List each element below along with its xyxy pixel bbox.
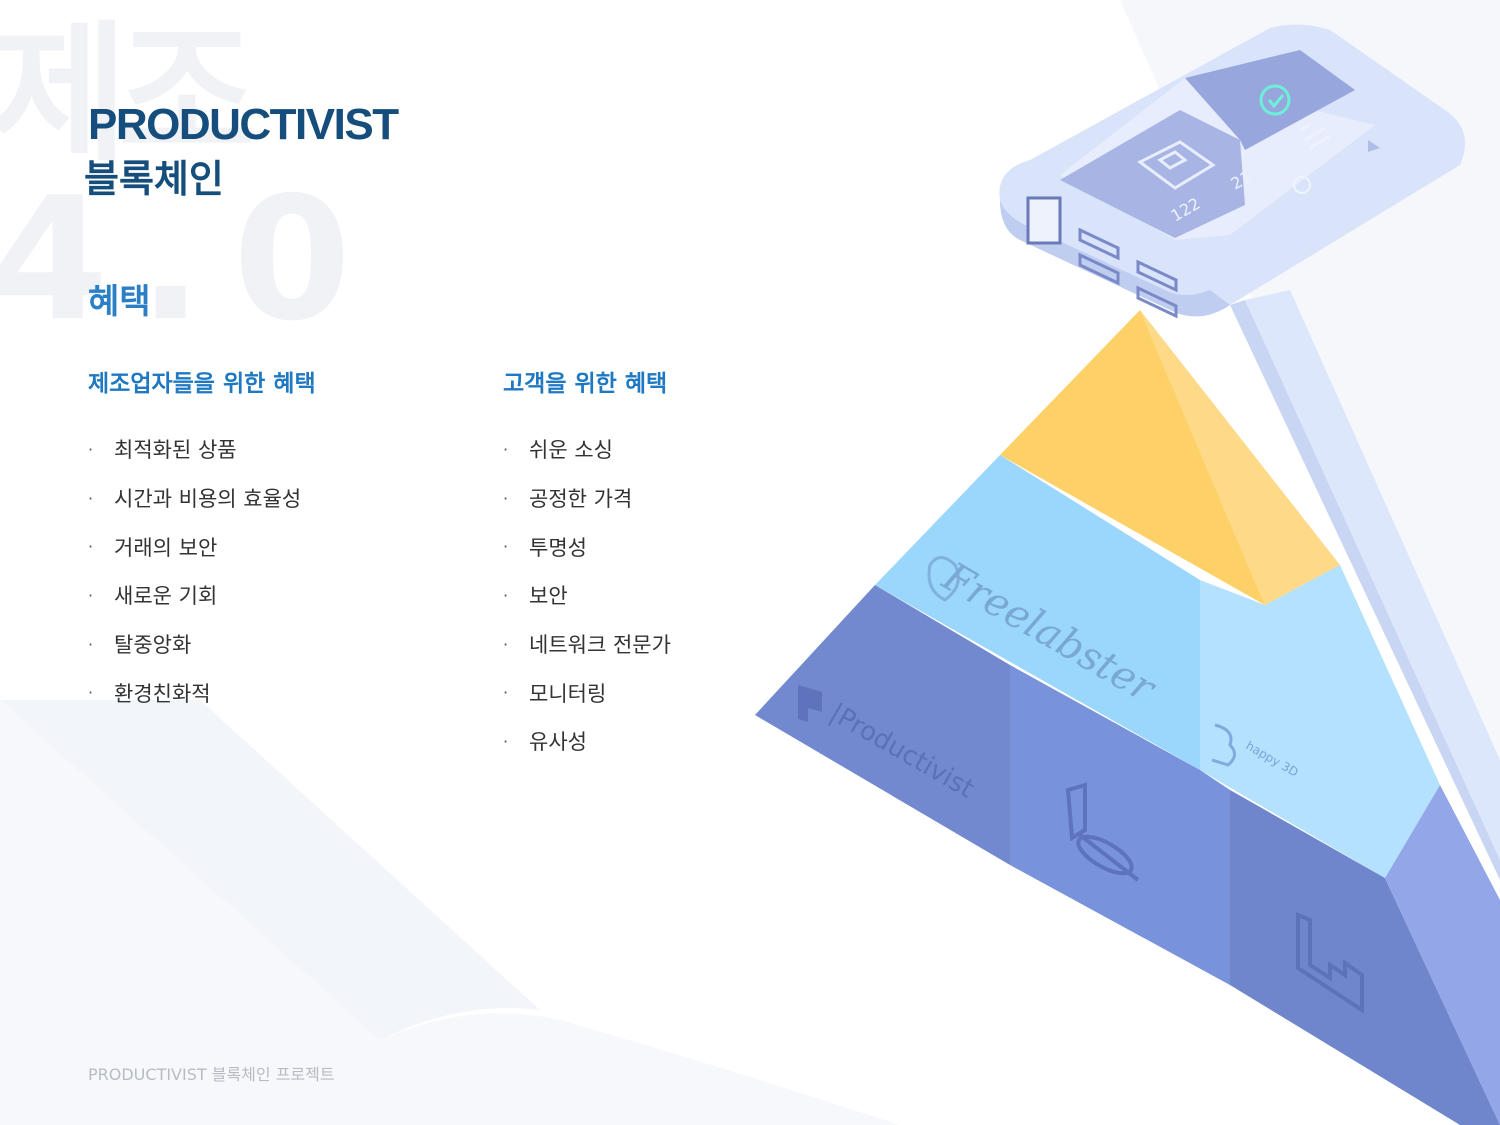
list-item: ·환경친화적 [88, 681, 211, 706]
pyramid-bottom-right [1230, 790, 1500, 1125]
bullet-icon: · [503, 537, 509, 557]
pyramid-middle-left [875, 455, 1200, 770]
bullet-icon: · [503, 731, 509, 751]
list-item: ·탈중앙화 [88, 633, 192, 658]
list-item: ·투명성 [503, 535, 587, 560]
footer-text: PRODUCTIVIST 블록체인 프로젝트 [88, 1065, 335, 1084]
pyramid-top-right [1140, 310, 1340, 605]
list-item: ·거래의 보안 [88, 535, 218, 560]
page-title-en: PRODUCTIVIST [88, 100, 399, 149]
iot-device: 122 21 [999, 24, 1465, 319]
happy3d-logo-icon [1211, 723, 1236, 767]
pyramid-bottom-center [1010, 665, 1230, 985]
list-item: ·최적화된 상품 [88, 438, 237, 463]
checkmark-icon [1259, 84, 1291, 116]
bullet-icon: · [503, 634, 509, 654]
device-button-icon [1293, 176, 1311, 194]
bullet-icon: · [503, 488, 509, 508]
list-item: ·시간과 비용의 효율성 [88, 487, 302, 512]
pyramid-bottom-left [755, 585, 1010, 865]
bullet-icon: · [88, 488, 94, 508]
factory-icon [1296, 912, 1364, 1014]
bg-curve-shape [0, 700, 1500, 1125]
list-item: ·쉬운 소싱 [503, 438, 613, 463]
bg-curve-shape-2 [0, 700, 540, 1040]
watermark-bottom: 4.0 [0, 161, 382, 359]
list-item: ·네트워크 전문가 [503, 633, 671, 658]
customer-benefits-list: ·쉬운 소싱 ·공정한 가격 ·투명성 ·보안 ·네트워크 전문가 ·모니터링 … [503, 425, 671, 766]
package-icon [1137, 140, 1216, 190]
pyramid-top-left [1000, 310, 1265, 605]
bullet-icon: · [88, 683, 94, 703]
bullet-icon: · [503, 683, 509, 703]
section-title: 혜택 [88, 282, 151, 322]
stand-pole [1245, 290, 1500, 860]
device-screen-left [1060, 110, 1245, 238]
list-item: ·모니터링 [503, 681, 607, 706]
list-item: ·유사성 [503, 730, 587, 755]
productivist-eye-logo-icon [1065, 782, 1140, 882]
bullet-icon: · [88, 537, 94, 557]
pyramid-bottom-edge [1385, 785, 1500, 1125]
list-item: ·새로운 기회 [88, 584, 218, 609]
list-item: ·공정한 가격 [503, 487, 633, 512]
bullet-icon: · [88, 439, 94, 459]
stand-pole-edge [1230, 300, 1500, 880]
freelabster-heart-logo-icon [927, 556, 960, 602]
signal-bars-icon [1299, 123, 1331, 150]
productivist-p-logo-icon [798, 685, 822, 722]
bullet-icon: · [88, 634, 94, 654]
list-item: ·보안 [503, 584, 568, 609]
ethernet-port-icon [1026, 196, 1062, 245]
bullet-icon: · [88, 585, 94, 605]
bullet-icon: · [503, 439, 509, 459]
arrow-icon [1368, 140, 1380, 152]
watermark-top: 제조 [0, 8, 256, 182]
pyramid-middle-right [1200, 565, 1440, 878]
page-title-ko: 블록체인 [84, 157, 224, 201]
usb-ports-icon [1078, 227, 1178, 319]
bullet-icon: · [503, 585, 509, 605]
manufacturer-benefits-heading: 제조업자들을 위한 혜택 [88, 371, 316, 397]
customer-benefits-heading: 고객을 위한 혜택 [503, 371, 668, 397]
manufacturer-benefits-list: ·최적화된 상품 ·시간과 비용의 효율성 ·거래의 보안 ·새로운 기회 ·탈… [88, 425, 301, 717]
